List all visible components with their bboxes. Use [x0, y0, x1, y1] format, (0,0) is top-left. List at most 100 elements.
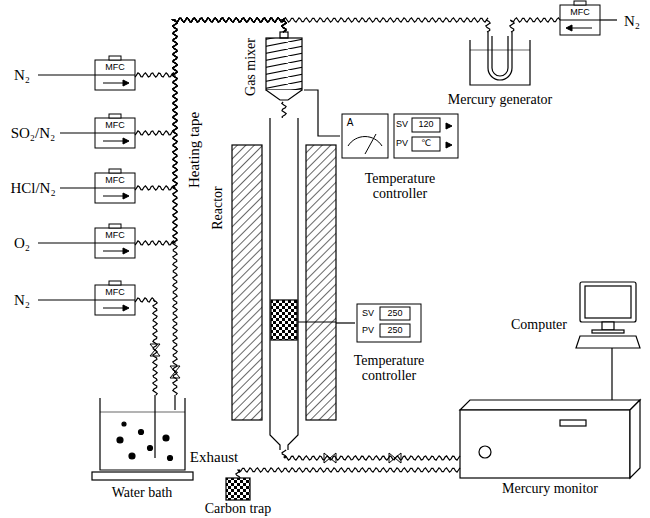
- water-bath-figure: [148, 446, 153, 451]
- mfc-box: MFC: [95, 173, 135, 203]
- temperature-controller-label: PV: [362, 326, 374, 336]
- water-bath-label: Water bath: [112, 485, 173, 500]
- inlet-line: [60, 187, 95, 188]
- reactor-figure: [232, 145, 262, 420]
- mfc-symbol: [566, 25, 572, 31]
- mfc-symbol: [109, 224, 121, 228]
- reactor-label: Reactor: [210, 186, 225, 230]
- mfc-symbol: [109, 114, 121, 118]
- heated-gas-line: [282, 102, 286, 118]
- mfc-symbol: [103, 196, 125, 197]
- mfc-box: MFC: [95, 118, 135, 148]
- mfc-symbol: [109, 281, 121, 285]
- temperature-controller-figure: [380, 307, 410, 320]
- mfc-box-label: MFC: [105, 63, 125, 73]
- mercury-monitor-figure: [560, 420, 586, 426]
- mercury-monitor-figure: [630, 400, 640, 478]
- temperature-controller-figure: [446, 142, 452, 148]
- mfc-box-label: MFC: [105, 231, 125, 241]
- inlet-line: [38, 299, 95, 300]
- mfc-symbol: [103, 83, 125, 84]
- mfc-symbol: [95, 243, 135, 244]
- gas-label: N₂: [14, 292, 30, 309]
- heated-gas-line: [135, 18, 286, 245]
- reactor-figure: [232, 118, 336, 450]
- inlet-line: [60, 132, 95, 133]
- computer-figure: [592, 330, 624, 333]
- mfc-symbol: [123, 193, 129, 199]
- water-bath: Water bath: [92, 395, 193, 480]
- mfc-symbol: [103, 141, 125, 142]
- signal-line: [611, 348, 612, 400]
- mercury-generator-figure: [488, 32, 512, 80]
- mfc-box-label: MFC: [105, 121, 125, 131]
- heated-gas-line: [236, 468, 460, 478]
- inlet-line: [38, 74, 95, 75]
- temperature-controller-figure: [348, 137, 382, 146]
- water-bath-figure: [174, 395, 175, 410]
- mfc-symbol: [95, 60, 135, 90]
- mfc-symbol: [123, 305, 129, 311]
- mfc-symbol: [560, 5, 600, 35]
- mfc-symbol: [95, 285, 135, 315]
- computer-figure: [585, 286, 631, 318]
- gas-label: SO₂/N₂: [11, 125, 56, 142]
- mercury-generator-figure: [470, 40, 530, 85]
- computer-label: Computer: [511, 317, 567, 332]
- water-bath-figure: [129, 453, 135, 459]
- water-bath-figure: [100, 398, 185, 470]
- heated-gas-line: [282, 18, 490, 32]
- water-bath-figure: [154, 395, 155, 458]
- mercury-generator-label: Mercury generator: [448, 92, 553, 107]
- mercury-generator: Mercury generator: [470, 32, 530, 85]
- gas-mixer-figure: [266, 38, 302, 90]
- inlet-line: [600, 19, 617, 20]
- water-bath-figure: [163, 435, 169, 441]
- heated-gas-line: [282, 450, 460, 460]
- water-bath-figure: [122, 422, 126, 426]
- reactor-figure: [271, 300, 297, 340]
- mercury-monitor-figure: [460, 400, 640, 410]
- mfc-box: MFC: [95, 228, 135, 258]
- heated-gas-line: [135, 18, 286, 190]
- temperature-controller-label: SV: [396, 120, 408, 130]
- carbon-trap-label: Carbon trap: [205, 501, 271, 516]
- reactor-figure: [306, 145, 336, 420]
- mfc-symbol: [123, 138, 129, 144]
- temperature-controller-label: Temperature controller: [340, 171, 460, 202]
- water-bath-figure: [139, 430, 144, 435]
- carbon-trap-figure: [226, 478, 250, 500]
- water-bath-figure: [117, 437, 123, 443]
- computer-figure: [602, 322, 614, 330]
- heated-gas-line: [135, 18, 286, 135]
- carbon-trap-figure: [226, 478, 250, 500]
- temperature-controller-figure: [412, 137, 440, 151]
- water-bath-figure: [168, 456, 173, 461]
- gas-mixer: Gas mixer: [264, 32, 304, 102]
- mfc-symbol: [109, 56, 121, 60]
- gas-label: N₂: [14, 67, 30, 84]
- mfc-symbol: [95, 188, 135, 189]
- mercury-monitor-figure: [460, 410, 630, 478]
- mfc-symbol: [123, 248, 129, 254]
- temperature-controller-label: PV: [396, 139, 408, 149]
- mfc-symbol: [570, 28, 592, 29]
- mercury-monitor-figure: [479, 446, 491, 458]
- gas-mixer-figure: [266, 90, 302, 100]
- computer-figure: [576, 336, 640, 348]
- mfc-box-label: MFC: [105, 176, 125, 186]
- temperature-controller-label: SV: [362, 309, 374, 319]
- temperature-controller-figure: [394, 114, 458, 158]
- mfc-box: MFC: [95, 285, 135, 315]
- mfc-box: MFC: [95, 60, 135, 90]
- mfc-symbol: [95, 75, 135, 76]
- water-bath-figure: [92, 395, 193, 480]
- temperature-controller: SV250PV250Temperature controller: [355, 302, 423, 344]
- mercury-monitor: Mercury monitor: [460, 400, 640, 478]
- mercury-generator-figure: [470, 32, 530, 85]
- temperature-controller-figure: [380, 324, 410, 337]
- signal-line: [336, 322, 355, 323]
- mercury-monitor-label: Mercury monitor: [502, 481, 598, 496]
- temperature-controller-figure: [446, 123, 452, 129]
